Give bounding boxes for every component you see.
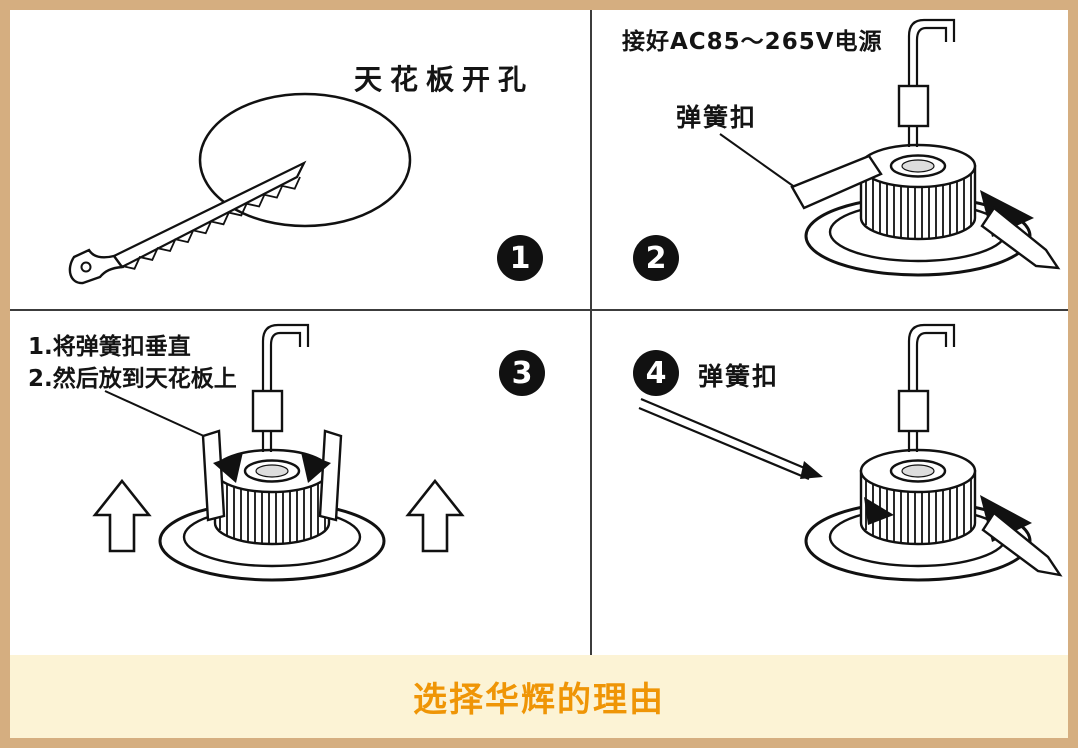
instruction-leader-line (104, 390, 207, 438)
panel3-instructions: 1.将弹簧扣垂直 2.然后放到天花板上 (28, 331, 237, 395)
spring-clip-right (980, 206, 1061, 270)
step-badge-4: 4 (633, 350, 679, 396)
horizontal-divider (10, 309, 1068, 311)
spring-clip-right (981, 511, 1063, 577)
spring-clip-long-arm-top (640, 397, 815, 474)
spring-clip-vertical-right (318, 429, 343, 522)
panel1-title: 天花板开孔 (354, 63, 535, 96)
saw-and-hole-illustration (68, 92, 412, 285)
panel3-instruction-line2: 2.然后放到天花板上 (28, 366, 237, 392)
installation-diagram: 天花板开孔 1 接好AC85～265V电源 弹簧扣 2 (10, 10, 1068, 655)
panel3-instruction-line1: 1.将弹簧扣垂直 (28, 334, 191, 360)
panel-step-2: 接好AC85～265V电源 弹簧扣 2 (592, 10, 1068, 309)
step-badge-1: 1 (497, 235, 543, 281)
panel2-power-label: 接好AC85～265V电源 (622, 29, 883, 55)
hand-saw-icon (68, 160, 307, 285)
spring-clip-vertical-left (201, 429, 226, 522)
panel-step-1: 天花板开孔 1 (10, 10, 590, 309)
clip-wedge-right (301, 452, 331, 483)
spring-clip-long-arm-bottom (638, 406, 810, 481)
spring-clip-arrowhead (800, 461, 823, 479)
downlight-insert-illustration (92, 323, 465, 582)
step-badge-2: 2 (633, 235, 679, 281)
spring-label-leader-line (719, 133, 797, 189)
panel4-spring-clip-label: 弹簧扣 (698, 362, 780, 391)
downlight-wiring-illustration (719, 18, 1061, 277)
ceiling-hole-ellipse (198, 92, 412, 228)
caption-title: 选择华辉的理由 (413, 680, 665, 720)
panel-step-3: 1.将弹簧扣垂直 2.然后放到天花板上 3 (10, 311, 590, 655)
up-arrow-left-icon (92, 478, 152, 553)
up-arrow-right-icon (405, 478, 465, 553)
panel-step-4: 弹簧扣 4 (592, 311, 1068, 655)
downlight-installed-illustration (638, 323, 1063, 582)
clip-wedge-left (864, 497, 894, 525)
caption-bar: 选择华辉的理由 (10, 655, 1068, 738)
clip-wedge-left (213, 452, 243, 483)
downlight-icon (804, 323, 1032, 582)
spring-clip-left (790, 154, 883, 210)
panel2-spring-clip-label: 弹簧扣 (676, 103, 758, 132)
step-badge-3: 3 (499, 350, 545, 396)
vertical-divider (590, 10, 592, 655)
